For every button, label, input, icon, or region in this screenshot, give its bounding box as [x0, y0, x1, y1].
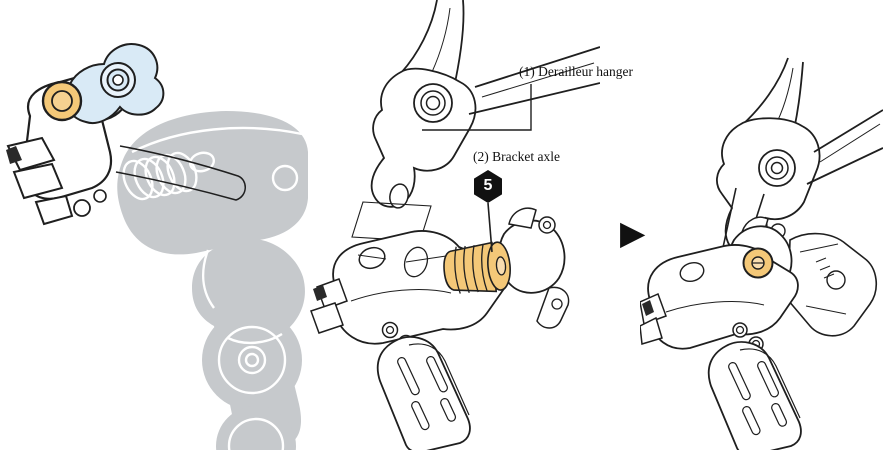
- bracket-axle-closeup-illustration: [6, 43, 308, 450]
- frame-and-hanger: [370, 0, 600, 209]
- step-number-text: 5: [483, 176, 493, 194]
- bracket-axle-highlight: [41, 80, 83, 122]
- derailleur-hanger-label: (1) Derailleur hanger: [519, 64, 633, 79]
- installed-result-illustration: [640, 57, 883, 450]
- ghost-detail-lines: [122, 126, 303, 450]
- highlighted-bracket-link: [64, 43, 165, 124]
- hanger-leader-line: [422, 84, 532, 131]
- badge-pointer-line: [487, 202, 493, 253]
- frame-and-hanger-installed: [716, 57, 883, 257]
- derailleur-body: [310, 207, 570, 450]
- next-step-arrow-icon: ▶: [620, 213, 646, 252]
- installation-step-illustration: [310, 0, 600, 450]
- bracket-axle-installed: [742, 247, 774, 279]
- ghost-derailleur-body: [117, 111, 308, 450]
- bracket-axle-label: (2) Bracket axle: [473, 149, 560, 164]
- bracket-axle-part: [443, 241, 511, 294]
- derailleur-mounted: [640, 216, 877, 450]
